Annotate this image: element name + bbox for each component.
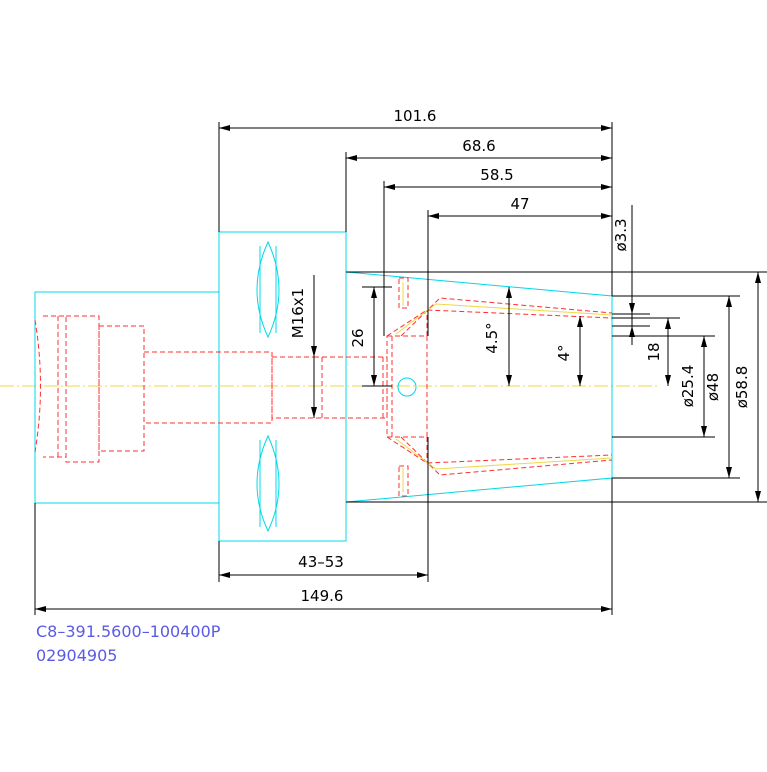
dim-range: 43–53 <box>298 553 344 571</box>
dim-68: 68.6 <box>462 137 495 155</box>
dim-dia58: ø58.8 <box>733 366 751 409</box>
dimension-labels: 101.6 68.6 58.5 47 ø3.3 M16x1 26 4.5° 4°… <box>289 107 751 605</box>
dim-dia48: ø48 <box>704 373 722 401</box>
item-code: 02904905 <box>36 646 117 665</box>
tool-outline <box>34 231 613 542</box>
taper-shank-outline <box>34 291 220 504</box>
dim-58: 58.5 <box>480 166 513 184</box>
coolant-hole <box>397 377 417 397</box>
dim-dia25: ø25.4 <box>679 365 697 408</box>
collet-lines <box>395 282 613 492</box>
dim-overall: 149.6 <box>301 587 344 605</box>
dim-18: 18 <box>645 342 663 361</box>
part-number: C8–391.5600–100400P <box>36 622 221 641</box>
drive-slot-bottom <box>256 434 280 533</box>
dim-dia3: ø3.3 <box>612 218 630 251</box>
drive-slot-top <box>256 240 280 339</box>
hidden-lines <box>34 277 613 497</box>
dim-angle-4-5: 4.5° <box>483 322 501 353</box>
dimension-lines <box>34 122 767 615</box>
dim-26: 26 <box>349 328 367 347</box>
dim-thread: M16x1 <box>289 288 307 338</box>
seal-bottom <box>398 465 409 497</box>
dim-angle-4: 4° <box>555 344 573 361</box>
seal-top <box>398 277 409 309</box>
dim-47: 47 <box>510 195 529 213</box>
dim-overall-upper: 101.6 <box>394 107 437 125</box>
